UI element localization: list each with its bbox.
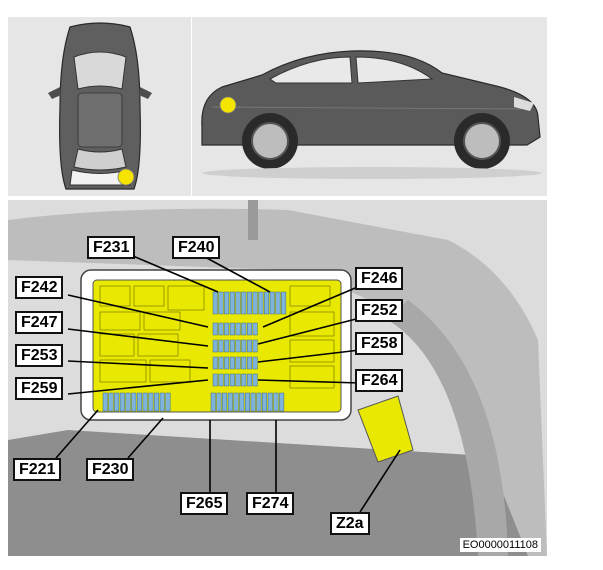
car-side-view-panel	[192, 17, 547, 196]
callout-f259: F259	[15, 377, 63, 400]
car-top-view-panel	[8, 17, 191, 196]
callout-z2a: Z2a	[330, 512, 370, 535]
callout-f221: F221	[13, 458, 61, 481]
callout-f231: F231	[87, 236, 135, 259]
location-marker	[220, 97, 236, 113]
callout-f240: F240	[172, 236, 220, 259]
callout-f258: F258	[355, 332, 403, 355]
callout-f242: F242	[15, 276, 63, 299]
callout-f274: F274	[246, 492, 294, 515]
callout-f253: F253	[15, 344, 63, 367]
car-top-view	[8, 17, 191, 196]
car-side-view	[192, 17, 547, 196]
location-marker	[118, 169, 134, 185]
callout-f265: F265	[180, 492, 228, 515]
callout-f247: F247	[15, 311, 63, 334]
reference-code: EO0000011108	[460, 538, 541, 552]
callout-f230: F230	[86, 458, 134, 481]
callout-f252: F252	[355, 299, 403, 322]
callout-f246: F246	[355, 267, 403, 290]
callout-f264: F264	[355, 369, 403, 392]
